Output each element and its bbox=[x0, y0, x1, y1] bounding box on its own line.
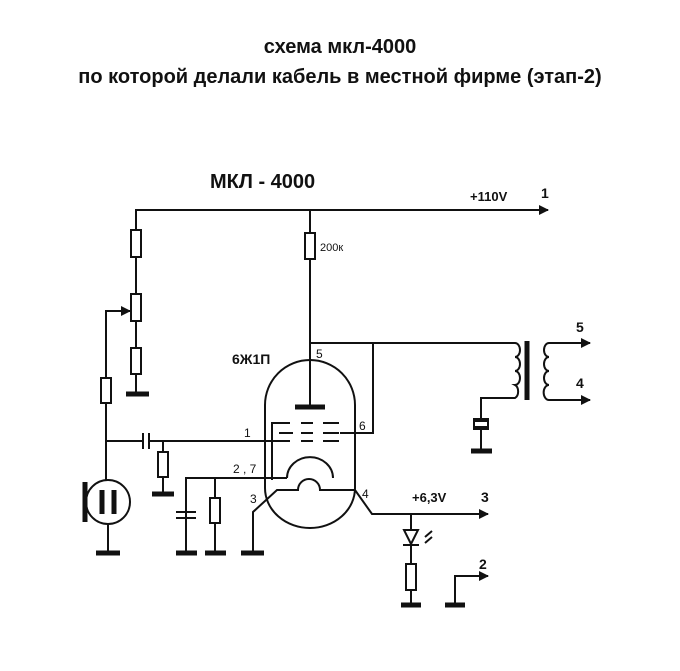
resistor bbox=[130, 347, 142, 375]
capacitor-icon bbox=[142, 433, 150, 449]
svg-text:5: 5 bbox=[576, 319, 584, 335]
label-110v: +110V bbox=[470, 189, 508, 204]
rail-110v: +110V 1 bbox=[135, 185, 549, 215]
bias-divider bbox=[100, 210, 149, 440]
svg-text:6Ж1П: 6Ж1П bbox=[232, 351, 270, 367]
svg-text:2 , 7: 2 , 7 bbox=[233, 462, 257, 476]
potentiometer bbox=[130, 293, 142, 322]
svg-text:5: 5 bbox=[316, 347, 323, 361]
svg-text:4: 4 bbox=[362, 487, 369, 501]
resistor bbox=[100, 377, 112, 404]
microphone-icon bbox=[82, 440, 131, 556]
resistor bbox=[157, 451, 169, 478]
title-line-1: схема мкл-4000 bbox=[263, 36, 417, 58]
cathode bbox=[286, 456, 334, 479]
svg-text:+6,3V: +6,3V bbox=[412, 490, 447, 505]
tube-6zh1p: 6Ж1П 3 4 bbox=[232, 351, 489, 556]
svg-text:1: 1 bbox=[244, 426, 251, 440]
anode: 200к 5 6 bbox=[304, 210, 515, 434]
svg-text:3: 3 bbox=[250, 492, 257, 506]
capacitor-icon bbox=[176, 511, 196, 519]
svg-text:4: 4 bbox=[576, 375, 584, 391]
svg-text:2: 2 bbox=[479, 556, 487, 572]
heater-output: +6,3V 3 2 bbox=[401, 489, 489, 608]
schematic-name: МКЛ - 4000 bbox=[210, 171, 315, 193]
pot-wiper bbox=[105, 306, 131, 440]
grid-input: 1 bbox=[106, 426, 290, 497]
heater bbox=[252, 478, 489, 553]
cathode-network: 2 , 7 bbox=[176, 462, 287, 556]
label-out-1: 1 bbox=[541, 185, 549, 201]
led-icon bbox=[402, 529, 420, 547]
transformer-icon: 5 4 bbox=[471, 319, 591, 454]
svg-text:6: 6 bbox=[359, 419, 366, 433]
resistor bbox=[209, 497, 221, 524]
resistor bbox=[130, 229, 142, 258]
svg-text:3: 3 bbox=[481, 489, 489, 505]
resistor-200k bbox=[304, 232, 316, 260]
title-line-2: по которой делали кабель в местной фирме… bbox=[78, 66, 602, 88]
svg-text:200к: 200к bbox=[320, 242, 343, 254]
resistor bbox=[405, 563, 417, 591]
